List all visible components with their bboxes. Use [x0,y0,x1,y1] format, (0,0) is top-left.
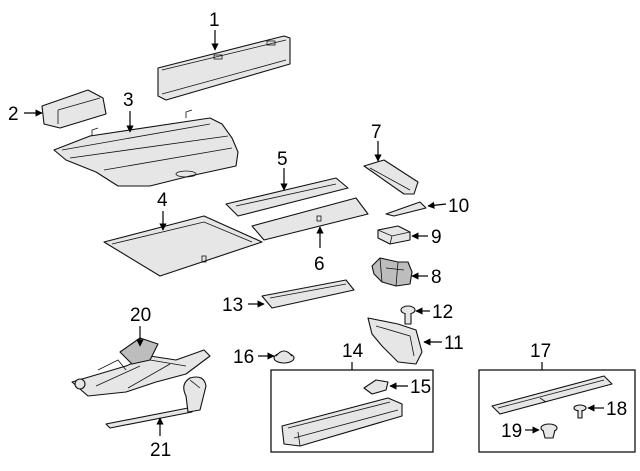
part-21-jack-handle [105,376,207,429]
part-20-jack [71,337,211,397]
part-11-storage-tray [367,317,423,365]
part-10-wedge [385,201,427,217]
callout-13: 13 [222,295,243,316]
part-4-deck-board [103,215,263,277]
part-18-clip [573,404,587,419]
callout-1: 1 [209,10,220,31]
part-17-scuff-plate [491,375,613,415]
part-14-sill-plate [281,397,403,447]
callout-2: 2 [8,104,19,125]
part-2-end-cover [41,89,107,129]
part-3-tonneau-cover [53,109,239,187]
group-box-17 [478,369,636,453]
callout-7: 7 [371,122,382,143]
callout-5: 5 [277,149,288,170]
part-6-lower-panel [251,197,369,241]
callout-18: 18 [606,399,627,420]
callout-17: 17 [530,341,551,362]
callout-6: 6 [314,254,325,275]
callout-19: 19 [501,421,522,442]
part-13-floor-strip [261,279,355,309]
callout-21: 21 [150,440,171,461]
callout-4: 4 [157,190,168,211]
callout-15: 15 [410,377,431,398]
callout-10: 10 [448,196,469,217]
callout-3: 3 [123,90,134,111]
callout-9: 9 [431,227,442,248]
callout-8: 8 [431,267,442,288]
callout-16: 16 [233,347,254,368]
callout-20: 20 [130,305,151,326]
callout-11: 11 [444,333,464,354]
part-5-storage-panel [225,177,349,217]
part-1-trim-panel [157,35,291,101]
callout-14: 14 [342,341,364,362]
part-12-push-clip [400,305,416,325]
callout-12: 12 [432,302,453,323]
part-16-cap [273,350,295,364]
part-15-clip [363,379,389,395]
part-7-pocket-lid [363,159,419,195]
part-19-grommet [540,423,558,439]
leader-10 [427,201,447,209]
part-8-bracket [371,257,413,287]
part-9-block [377,225,411,245]
